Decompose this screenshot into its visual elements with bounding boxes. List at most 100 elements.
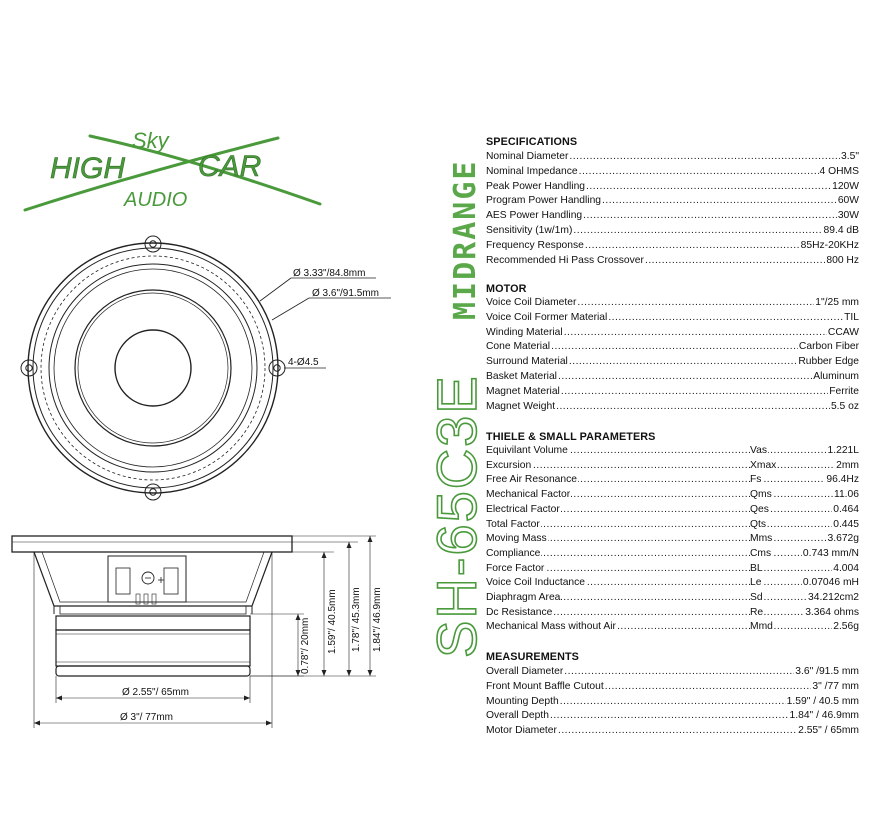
ts-row: Equivilant VolumeVas1.221L bbox=[486, 445, 859, 459]
spec-value: 1.59" / 40.5 mm bbox=[786, 695, 859, 707]
ts-label: Free Air Resonance bbox=[486, 474, 579, 486]
ts-value: 0.743 mm/N bbox=[801, 547, 859, 559]
leader-dots bbox=[550, 710, 789, 721]
spec-row: Recommended Hi Pass Crossover 800 Hz bbox=[486, 255, 859, 269]
side-view-drawing: Ø 2.55"/ 65mm Ø 3"/ 77mm 0.78"/ 20mm 1.5… bbox=[11, 535, 383, 728]
ts-row: Diaphragm AreaSd34.212cm2 bbox=[486, 592, 859, 606]
ts-value: 2.56g bbox=[832, 621, 859, 633]
spec-row: Voice Coil Diameter1"/25 mm bbox=[486, 297, 859, 311]
leader-dots bbox=[586, 181, 831, 192]
ts-value: 0.464 bbox=[832, 503, 859, 515]
label-magnet-height: 0.78"/ 20mm bbox=[300, 618, 311, 674]
spec-value: 3.6" /91.5 mm bbox=[795, 666, 859, 677]
ts-label: Moving Mass bbox=[486, 533, 548, 545]
ts-value: 0.07046 mH bbox=[801, 577, 859, 589]
spec-label: Overall Diameter bbox=[486, 666, 564, 677]
ts-value: 11.06 bbox=[832, 489, 859, 501]
spec-row: Nominal Diameter3.5" bbox=[486, 151, 859, 165]
spec-value: 1"/25 mm bbox=[815, 297, 859, 308]
spec-label: Cone Material bbox=[486, 341, 551, 353]
front-view-drawing: Ø 3.33"/84.8mm Ø 3.6"/91.5mm 4-Ø4.5 bbox=[20, 235, 391, 501]
leader-dots bbox=[605, 681, 812, 692]
ts-label: Dc Resistance bbox=[486, 606, 554, 618]
spec-row: Sensitivity (1w/1m)89.4 dB bbox=[486, 225, 859, 239]
spec-value: 30W bbox=[837, 210, 859, 222]
motor-title: MOTOR bbox=[486, 283, 527, 295]
leader-dots bbox=[573, 225, 822, 236]
ts-symbol: Qms bbox=[750, 489, 773, 501]
spec-label: Mounting Depth bbox=[486, 695, 559, 707]
spec-value: 3" /77 mm bbox=[812, 680, 859, 692]
mount-hole-top bbox=[144, 235, 162, 253]
spec-row: Voice Coil Former Material TIL bbox=[486, 312, 859, 326]
spec-row: Front Mount Baffle Cutout3" /77 mm bbox=[486, 681, 859, 695]
leader-dots bbox=[551, 341, 798, 352]
ts-parameters-title: THIELE & SMALL PARAMETERS bbox=[486, 431, 656, 443]
ts-value: 34.212cm2 bbox=[807, 592, 859, 603]
spec-label: Peak Power Handling bbox=[486, 180, 586, 192]
ts-label: Electrical Factor bbox=[486, 503, 561, 515]
spec-value: 800 Hz bbox=[826, 254, 859, 266]
leader-dots bbox=[569, 356, 797, 367]
spec-label: Magnet Material bbox=[486, 385, 560, 397]
ts-row: Total FactorQts0.445 bbox=[486, 518, 859, 533]
leader-dots bbox=[583, 210, 837, 221]
spec-label: Overall Depth bbox=[486, 710, 549, 722]
ts-row: Force FactorBL4.004 bbox=[486, 562, 859, 577]
ts-value: 2mm bbox=[835, 459, 859, 471]
spec-label: Voice Coil Former Material bbox=[486, 311, 608, 323]
ts-symbol: Qes bbox=[750, 503, 770, 515]
leader-dots bbox=[560, 696, 786, 707]
ts-symbol: Mmd bbox=[750, 621, 774, 633]
spec-value: 89.4 dB bbox=[823, 225, 860, 236]
spec-value: Aluminum bbox=[813, 371, 859, 382]
ts-row: Moving Mass Mms 3.672g bbox=[486, 533, 859, 547]
product-category-vertical: MIDRANGE bbox=[448, 159, 483, 321]
spec-value: Carbon Fiber bbox=[798, 341, 859, 353]
ts-value: 4.004 bbox=[832, 562, 859, 574]
spec-value: 120W bbox=[832, 180, 859, 192]
ts-value: 96.4Hz bbox=[825, 474, 859, 486]
spec-value: CCAW bbox=[827, 326, 859, 338]
ts-symbol: Mms bbox=[750, 533, 774, 545]
leader-dots bbox=[585, 240, 800, 251]
leader-dots bbox=[564, 327, 827, 338]
ts-value: 3.672g bbox=[826, 533, 859, 545]
ts-label: Force Factor bbox=[486, 562, 546, 574]
spec-label: Surround Material bbox=[486, 356, 568, 368]
spec-row: Motor Diameter2.55" / 65mm bbox=[486, 725, 859, 739]
ts-symbol: Cms bbox=[750, 547, 773, 559]
leader-dots bbox=[561, 386, 828, 397]
spec-row: Overall Depth1.84" / 46.9mm bbox=[486, 710, 859, 724]
spec-row: Peak Power Handling 120W bbox=[486, 181, 859, 195]
ts-value: 1.221L bbox=[826, 445, 859, 456]
spec-value: Ferrite bbox=[829, 385, 859, 397]
ts-row: ExcursionXmax2mm bbox=[486, 459, 859, 474]
ts-symbol: Re bbox=[750, 606, 765, 618]
spec-row: Overall Diameter 3.6" /91.5 mm bbox=[486, 666, 859, 680]
ts-row: Mechanical Factor Qms 11.06 bbox=[486, 489, 859, 503]
ts-label: Mechanical Factor bbox=[486, 489, 572, 501]
ts-row: Electrical Factor Qes 0.464 bbox=[486, 503, 859, 518]
spec-row: Frequency Response85Hz-20KHz bbox=[486, 240, 859, 254]
leader-dots bbox=[558, 725, 797, 736]
label-front-diameter: Ø 3"/ 77mm bbox=[120, 712, 173, 723]
brand-logo: HIGH Sky CAR AUDIO bbox=[23, 128, 322, 212]
leader-dots bbox=[577, 297, 814, 308]
leader-dots bbox=[556, 401, 830, 412]
ts-value: 3.364 ohms bbox=[804, 606, 859, 618]
spec-row: Magnet Weight5.5 oz bbox=[486, 401, 859, 415]
mount-hole-left bbox=[20, 359, 38, 377]
spec-row: Nominal Impedance4 OHMS bbox=[486, 166, 859, 180]
spec-row: Mounting Depth 1.59" / 40.5 mm bbox=[486, 696, 859, 710]
spec-value: TIL bbox=[844, 311, 859, 323]
spec-label: Frequency Response bbox=[486, 239, 584, 251]
label-mount-depth: 1.59"/ 40.5mm bbox=[327, 589, 338, 654]
ts-label: Excursion bbox=[486, 459, 533, 471]
ts-label: Diaphragm Area bbox=[486, 592, 562, 603]
spec-label: Recommended Hi Pass Crossover bbox=[486, 254, 644, 266]
label-holes: 4-Ø4.5 bbox=[288, 357, 319, 368]
ts-label: Compliance bbox=[486, 547, 542, 559]
spec-label: Program Power Handling bbox=[486, 195, 602, 207]
label-depth-45: 1.78"/ 45.3mm bbox=[351, 587, 362, 652]
